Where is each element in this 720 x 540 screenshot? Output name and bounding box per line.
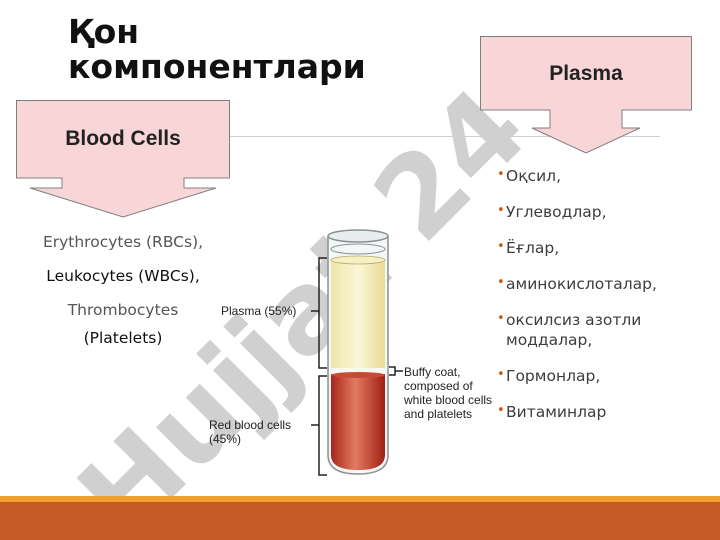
cell-list-item: Leukocytes (WBCs),: [46, 267, 200, 285]
cell-list-item: Thrombocytes: [67, 301, 179, 319]
buffy-coat-label: Buffy coat, composed of white blood cell…: [404, 365, 493, 421]
plasma-list-item: Ёғлар,: [497, 237, 712, 258]
cell-list: Erythrocytes (RBCs), Leukocytes (WBCs), …: [40, 232, 206, 362]
test-tube-illustration: [311, 229, 403, 476]
divider-line: [230, 136, 660, 137]
cell-list-item: (Platelets): [83, 329, 163, 347]
cell-list-item: Erythrocytes (RBCs),: [42, 233, 204, 251]
plasma-list: Оқсил, Углеводлар, Ёғлар, аминокислотала…: [497, 165, 712, 438]
blood-cells-callout: Blood Cells: [16, 100, 230, 218]
plasma-percentage-label: Plasma (55%): [221, 304, 297, 318]
plasma-list-item: Оқсил,: [497, 165, 712, 186]
plasma-list-item: Витаминлар: [497, 401, 712, 422]
footer-bar: [0, 502, 720, 540]
plasma-list-item: Углеводлар,: [497, 201, 712, 222]
test-tube-diagram: Plasma (55%) Buffy coat, composed of whi…: [205, 218, 505, 488]
blood-cells-label: Blood Cells: [65, 127, 181, 150]
plasma-list-item: Гормонлар,: [497, 365, 712, 386]
plasma-list-item: аминокислоталар,: [497, 273, 712, 294]
page-title: Қон компонентлари: [68, 12, 366, 86]
plasma-list-item: оксилсиз азотли моддалар,: [497, 309, 712, 350]
plasma-callout: Plasma: [480, 36, 692, 154]
red-blood-cells-label: Red blood cells (45%): [209, 418, 292, 446]
footer-accent-strip: [0, 496, 720, 502]
plasma-label: Plasma: [549, 62, 623, 85]
